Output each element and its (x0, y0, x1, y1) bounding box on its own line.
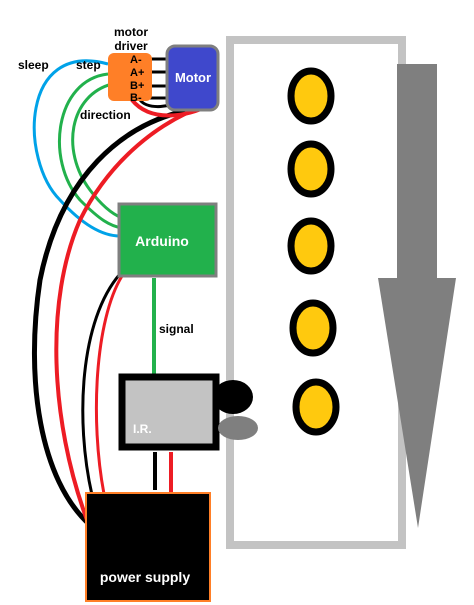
motor-driver-label-2: driver (114, 39, 148, 53)
pin-b-plus: B+ (130, 80, 144, 92)
motor (165, 44, 220, 112)
coin-1 (287, 67, 335, 125)
ir-receiver (218, 416, 258, 440)
direction-label: direction (80, 108, 131, 122)
pin-a-plus: A+ (130, 67, 144, 79)
ir-label: I.R. (133, 422, 152, 436)
pin-b-minus: B- (130, 92, 142, 104)
signal-label: signal (159, 322, 194, 336)
power-wire-motor (54, 102, 211, 521)
ground-wire-arduino (81, 273, 122, 496)
coin-chute (226, 36, 406, 549)
power-supply-label: power supply (100, 569, 190, 585)
motor-label: Motor (175, 70, 211, 85)
motor-driver-label-1: motor (114, 25, 148, 39)
sleep-label: sleep (18, 58, 49, 72)
coin-2 (287, 140, 335, 198)
ir-emitter (213, 380, 253, 414)
power-supply (85, 492, 211, 602)
coin-3 (287, 217, 335, 275)
ground-wire-motor (31, 105, 201, 527)
coin-stack (287, 67, 340, 436)
power-wire-arduino (94, 275, 124, 495)
down-arrow (378, 64, 456, 528)
coin-4 (289, 299, 337, 357)
step-label: step (76, 58, 101, 72)
motor-driver (108, 53, 152, 101)
direction-wire (71, 82, 123, 220)
pin-a-minus: A- (130, 54, 142, 66)
coin-5 (292, 378, 340, 436)
step-wire (58, 72, 123, 230)
arduino-label: Arduino (135, 233, 189, 249)
arduino (117, 202, 218, 278)
ir-sensor (118, 373, 220, 451)
sleep-wire (32, 59, 121, 238)
